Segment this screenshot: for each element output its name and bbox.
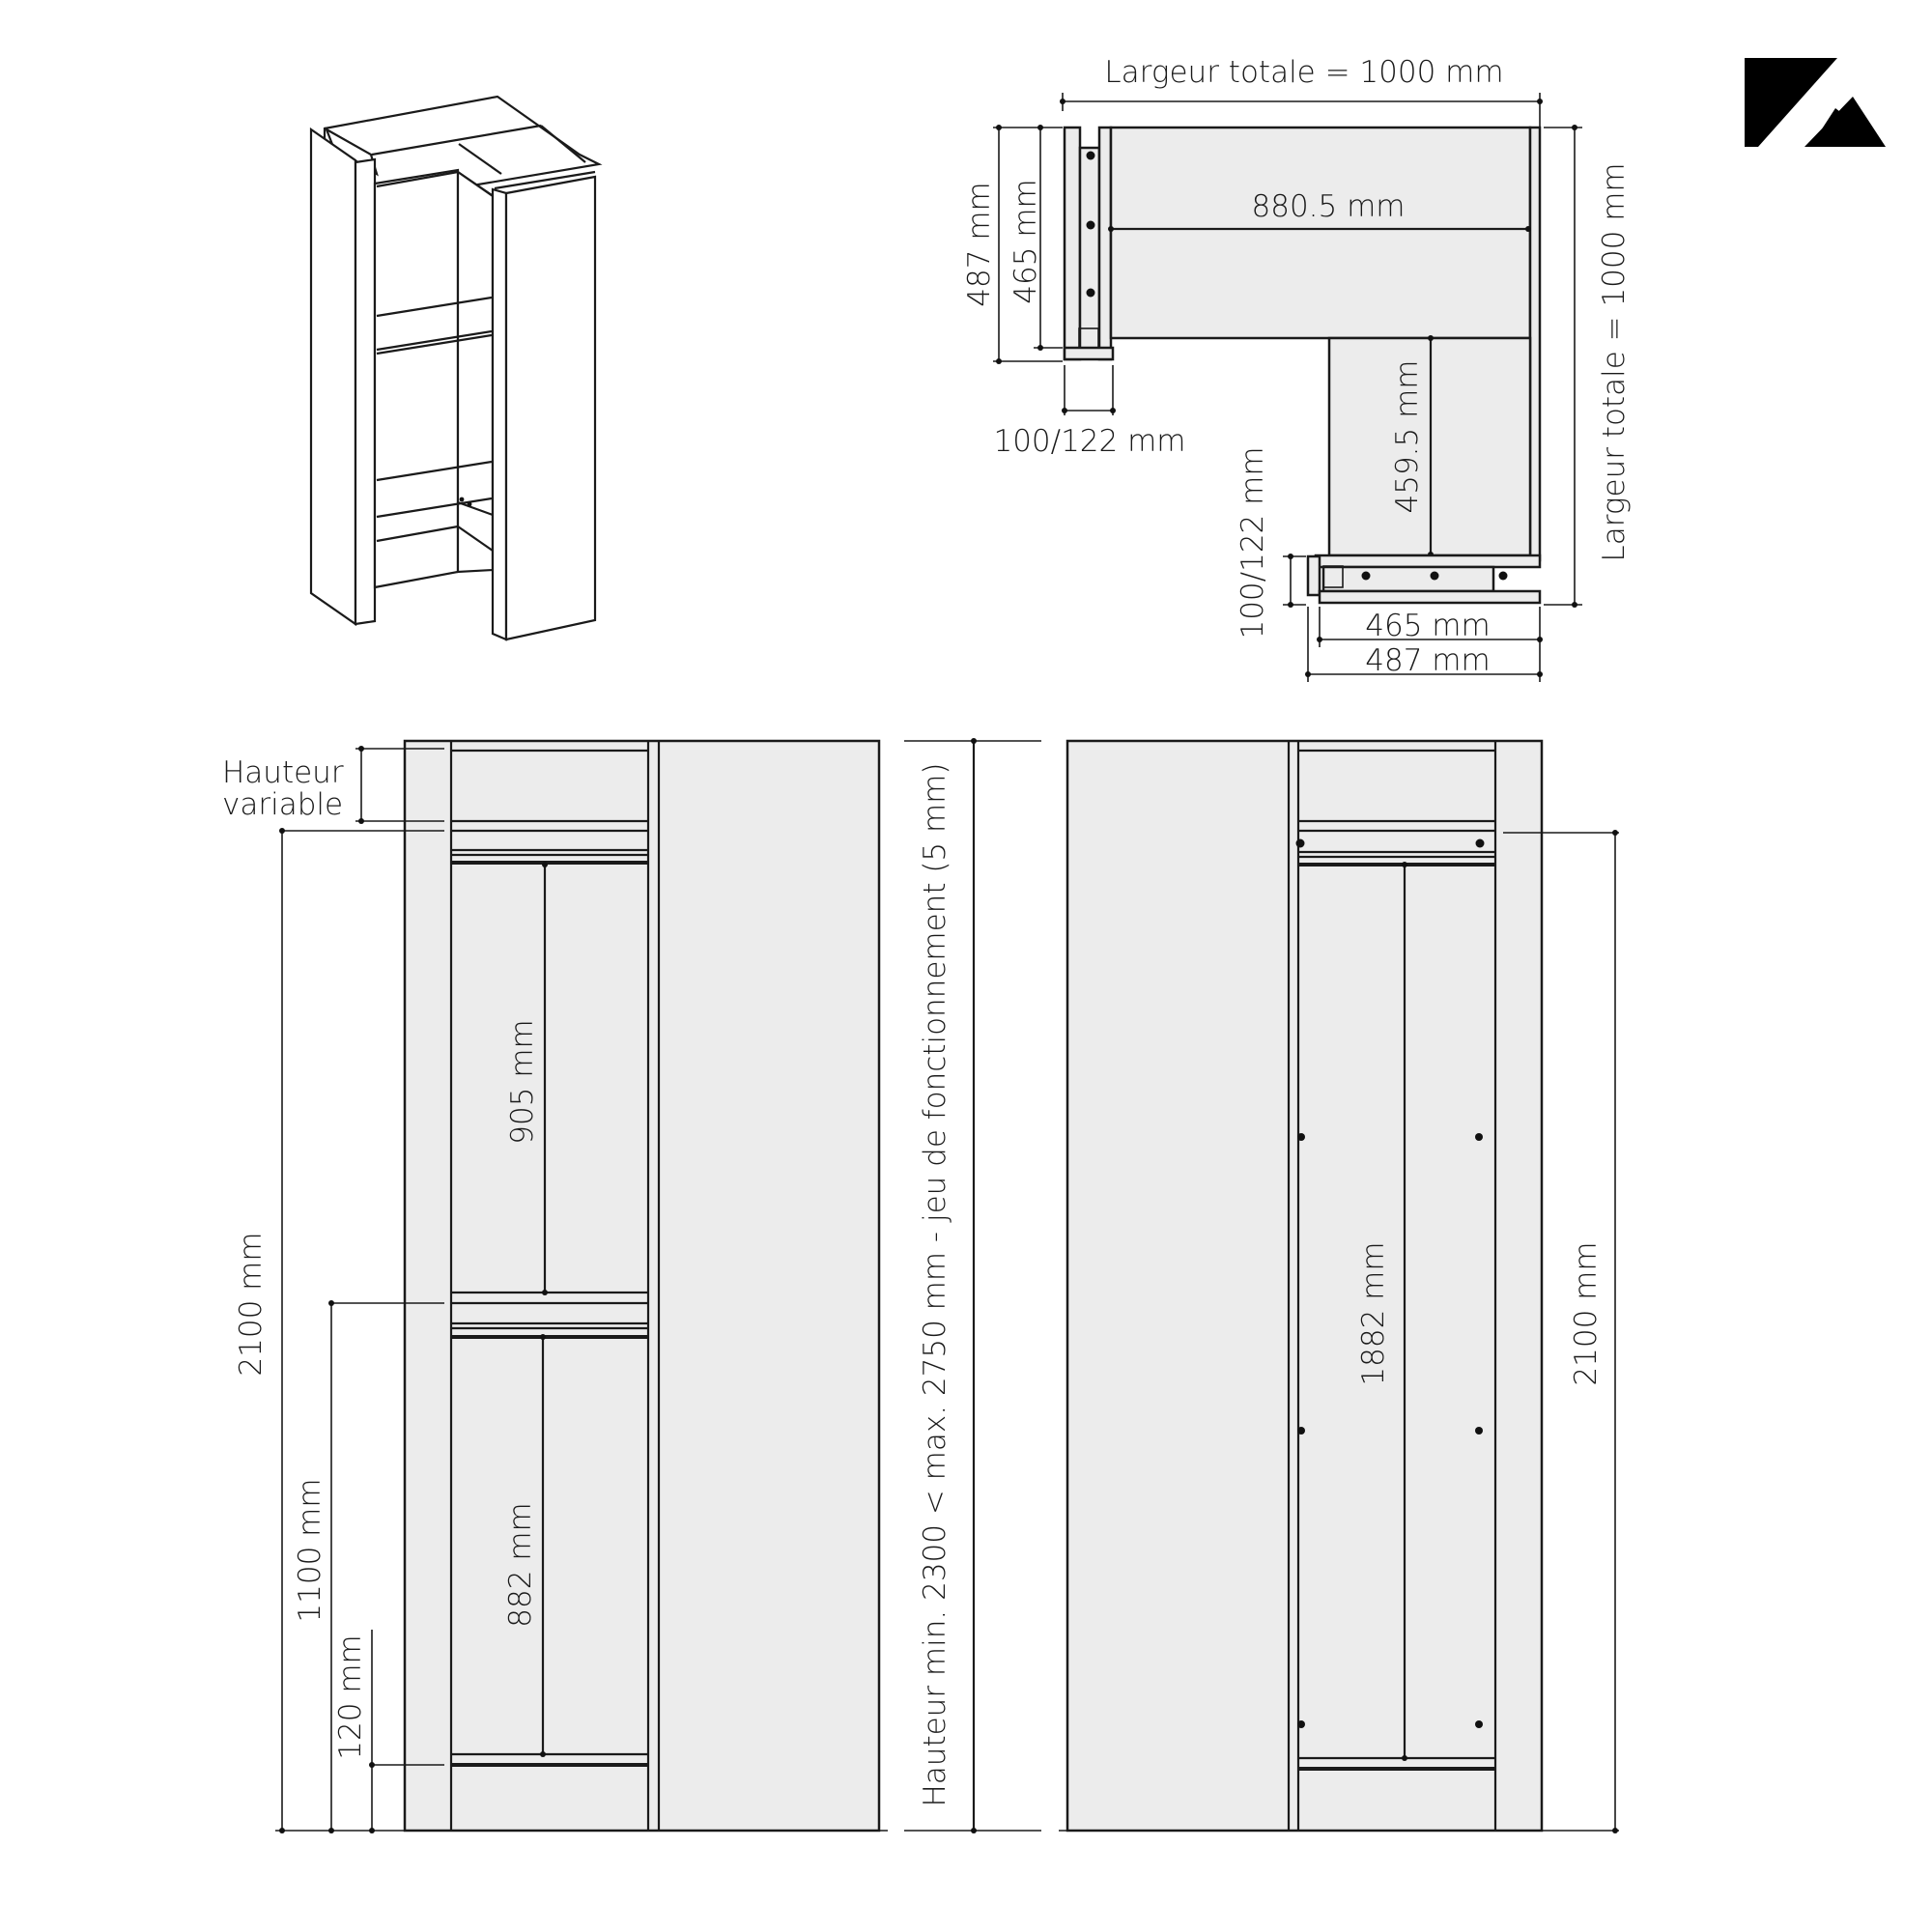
- side-elevation: 1882 mm 2100 mm: [1059, 739, 1619, 1833]
- upper-compartment-label: 905 mm: [505, 1019, 540, 1144]
- variable-height-line1: Hauteur: [222, 755, 344, 790]
- plan-left-panel-label: 100/122 mm: [993, 424, 1185, 459]
- plan-right-width-label: Largeur totale = 1000 mm: [1597, 162, 1632, 561]
- brand-logo: [1745, 58, 1886, 147]
- plan-left-depth-inner-label: 465 mm: [1009, 179, 1043, 303]
- plan-bottom-panel-label: 100/122 mm: [1236, 446, 1270, 639]
- total-height-label: 2100 mm: [234, 1232, 269, 1376]
- base-height-label: 120 mm: [333, 1634, 368, 1759]
- isometric-wardrobe: [309, 95, 603, 641]
- plan-bottom-inner-label: 465 mm: [1365, 609, 1490, 643]
- front-elevation: 905 mm 882 mm Hauteur variable 2100 mm 1…: [222, 739, 888, 1833]
- plan-view: Largeur totale = 1000 mm 880.5 mm 459.5 …: [962, 55, 1632, 682]
- rail-height-label: 1100 mm: [293, 1478, 327, 1622]
- variable-height-line2: variable: [222, 787, 343, 822]
- plan-inner-depth-label: 459.5 mm: [1390, 360, 1425, 514]
- plan-left-depth-outer-label: 487 mm: [962, 182, 997, 306]
- lower-compartment-label: 882 mm: [503, 1502, 538, 1627]
- plan-bottom-outer-label: 487 mm: [1365, 643, 1490, 678]
- side-total-height-label: 2100 mm: [1569, 1241, 1604, 1385]
- ceiling-height-dimension: Hauteur min. 2300 < max. 2750 mm - jeu d…: [904, 738, 1041, 1833]
- plan-top-width-label: Largeur totale = 1000 mm: [1104, 55, 1503, 90]
- inner-height-label: 1882 mm: [1356, 1241, 1391, 1385]
- ceiling-note-label: Hauteur min. 2300 < max. 2750 mm - jeu d…: [918, 762, 952, 1806]
- plan-inner-width-label: 880.5 mm: [1252, 189, 1406, 224]
